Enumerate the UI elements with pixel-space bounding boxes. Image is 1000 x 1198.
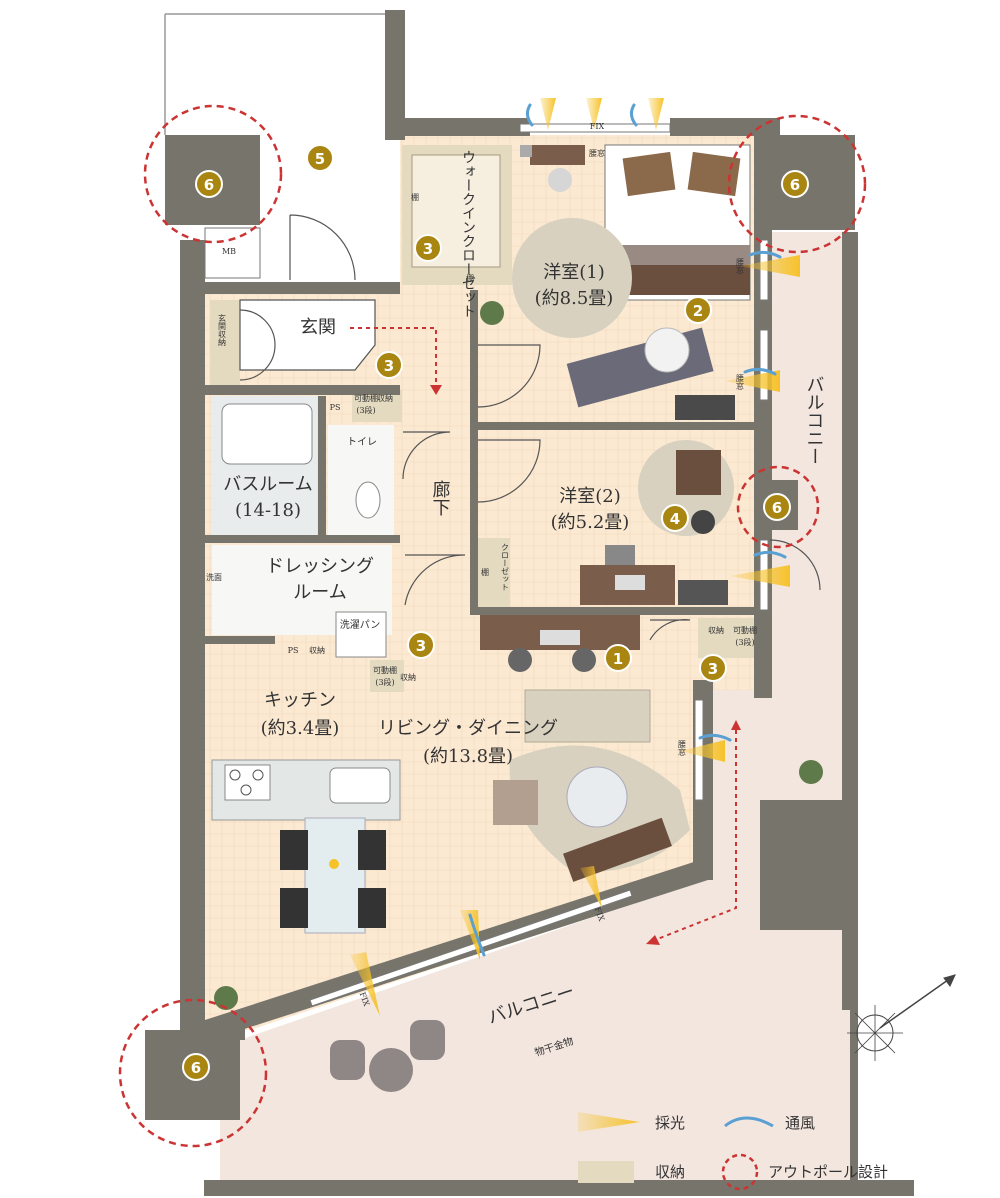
wic-shelf-label-2: 棚: [466, 273, 474, 283]
balcony-corner-wall: [850, 860, 858, 1180]
legend-light-icon: [578, 1112, 640, 1132]
badge-4: 4: [670, 510, 680, 528]
legend-storage-label: 収納: [655, 1163, 685, 1181]
flow-arrowhead: [731, 720, 741, 730]
room-entrance-storage: 玄関収納: [218, 313, 227, 347]
room-living-size: (約13.8畳): [423, 746, 513, 767]
ps-label-2: PS: [288, 646, 299, 655]
waist-window-label-2: 腰窓: [736, 258, 745, 274]
waist-window-label-4: 腰窓: [678, 740, 687, 756]
closet2-area: [478, 538, 510, 608]
room-walk-in-closet: ウォークインクローゼット: [460, 150, 476, 318]
wind-markers: [468, 103, 787, 957]
waist-window-label-3: 腰窓: [736, 374, 745, 390]
room-balcony-east: バルコニー: [804, 375, 825, 465]
washstand-label: 洗面: [206, 572, 222, 582]
room-kitchen: キッチン: [264, 690, 336, 711]
badge-6: 6: [204, 176, 214, 194]
room-kitchen-size: (約3.4畳): [261, 718, 340, 739]
storage-label-kitchen: 収納: [309, 645, 325, 655]
room-toilet: トイレ: [347, 437, 377, 448]
badge-6: 6: [790, 176, 800, 194]
room-western1-size: (約8.5畳): [535, 288, 614, 309]
legend-lighting-label: 採光: [655, 1114, 685, 1132]
compass-icon: [847, 974, 956, 1061]
flow-arrows: [350, 327, 737, 941]
three-tier-label-kitchen: (3段): [375, 677, 394, 687]
entrance-storage-area: [210, 300, 240, 386]
legend-storage-swatch: [578, 1161, 634, 1183]
fix-label-top: FIX: [590, 122, 605, 131]
badge-2: 2: [693, 302, 703, 320]
room-corridor: 廊下: [430, 480, 451, 516]
storage-kitchen-area: [370, 660, 404, 692]
storage-ps-area: [352, 390, 402, 422]
badge-3: 3: [708, 660, 718, 678]
storage-label-kitchen2: 収納: [400, 672, 416, 682]
column-se: [760, 800, 850, 930]
legend-outpole-icon: [721, 1153, 759, 1191]
room-dressing-line2: ルーム: [293, 582, 346, 603]
badge-3: 3: [416, 637, 426, 655]
light-markers: [350, 98, 800, 1016]
washer-pan-label: 洗濯パン: [340, 619, 381, 631]
mb-label: MB: [222, 247, 236, 256]
wic-shelf-label-1: 棚: [411, 192, 419, 202]
legend-outpole-label: アウトポール設計: [768, 1163, 888, 1181]
shelf-label-ps: 可動棚: [354, 393, 378, 403]
room-entrance: 玄関: [300, 317, 336, 338]
room-bathroom-size: (14-18): [235, 500, 301, 521]
legend-ventilation-label: 通風: [785, 1114, 815, 1132]
flow-arrowhead: [646, 935, 660, 945]
ps-label-1: PS: [330, 403, 341, 412]
storage-label-east: 収納: [708, 625, 724, 635]
balcony-south-wall: [204, 1180, 914, 1196]
room-western2-name: 洋室(2): [559, 486, 621, 507]
closet2-shelf-label: 棚: [481, 567, 489, 577]
legend: 採光 通風 収納 アウトポール設計: [578, 1112, 888, 1191]
legend-wind-icon: [724, 1116, 774, 1128]
shelf-label-kitchen: 可動棚: [373, 665, 397, 675]
three-tier-label-ps: (3段): [356, 405, 375, 415]
toilet-floor: [328, 425, 394, 537]
badge-6: 6: [772, 499, 782, 517]
balcony-south-floor: [220, 860, 850, 1180]
flow-arrowhead: [430, 385, 442, 395]
waist-window-label-1: 腰窓: [589, 148, 605, 158]
badge-1: 1: [613, 650, 623, 668]
storage-label-ps: 収納: [377, 393, 393, 403]
badge-5: 5: [315, 150, 325, 168]
badge-circles: [182, 144, 809, 1081]
badge-labels: 1 2 3 3 3 3 4 5 6 6 6 6: [191, 150, 800, 1077]
shelf-label-east: 可動棚: [733, 625, 757, 635]
badge-6: 6: [191, 1059, 201, 1077]
room-western1-name: 洋室(1): [543, 262, 605, 283]
room-bathroom: バスルーム: [223, 474, 312, 495]
outpole-circles: [118, 104, 867, 1148]
room-living: リビング・ダイニング: [378, 718, 558, 739]
vertical-labels: ウォークインクローゼット 廊下 バルコニー 玄関収納 クローゼット 腰窓 腰窓 …: [218, 150, 825, 756]
three-tier-label-east: (3段): [735, 637, 754, 647]
badge-3: 3: [384, 357, 394, 375]
room-western2-size: (約5.2畳): [551, 512, 630, 533]
furniture: [214, 144, 823, 1092]
badge-3: 3: [423, 240, 433, 258]
storage-east-area: [698, 618, 758, 658]
doors: [239, 214, 821, 641]
room-dressing-line1: ドレッシング: [266, 556, 374, 577]
mb-box: [204, 227, 261, 279]
room-closet2: クローゼット: [501, 543, 510, 591]
